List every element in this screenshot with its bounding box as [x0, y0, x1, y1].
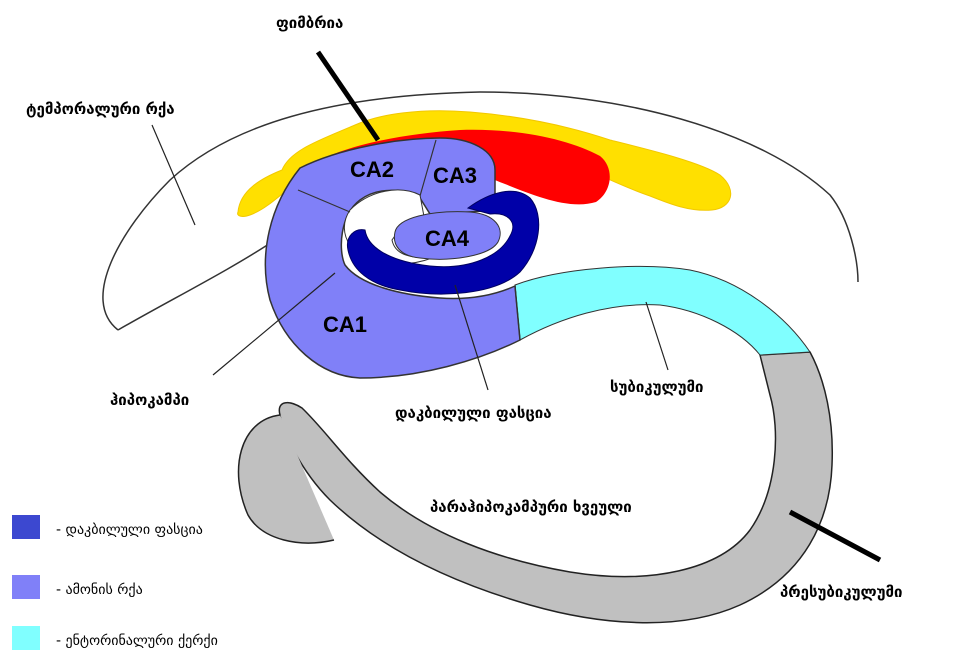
- subiculum-region: [515, 266, 810, 355]
- legend-label-ammon: - ამონის რქა: [56, 581, 143, 598]
- temporal-horn-inner-outline: [118, 240, 275, 330]
- legend-label-dentate: - დაკბილული ფასცია: [56, 522, 203, 538]
- fimbria-leader: [318, 52, 378, 140]
- presubiculum-label: პრესუბიკულუმი: [780, 583, 902, 601]
- legend: - დაკბილული ფასცია - ამონის რქა - ენტორი…: [12, 515, 218, 650]
- hippocampus-label: ჰიპოკამპი: [110, 391, 189, 409]
- temporal-horn-leader: [152, 125, 195, 225]
- legend-swatch-dentate: [12, 515, 40, 539]
- dentate-fascia-label: დაკბილული ფასცია: [395, 404, 552, 422]
- subiculum-leader: [646, 302, 668, 370]
- subiculum-label: სუბიკულუმი: [610, 378, 703, 396]
- parahippocampal-gyrus-region: [279, 352, 832, 623]
- temporal-horn-label: ტემპორალური რქა: [26, 100, 175, 118]
- legend-swatch-ammon: [12, 575, 40, 599]
- ca1-label: CA1: [323, 312, 367, 337]
- ca2-label: CA2: [350, 157, 394, 182]
- legend-swatch-entorhinal: [12, 626, 40, 650]
- fimbria-label: ფიმბრია: [276, 14, 343, 32]
- legend-label-entorhinal: - ენტორინალური ქერქი: [56, 632, 218, 649]
- parahippocampal-gyrus-label: პარაჰიპოკამპური ხვეული: [430, 498, 632, 516]
- ca3-label: CA3: [433, 163, 477, 188]
- ca4-label: CA4: [425, 226, 470, 251]
